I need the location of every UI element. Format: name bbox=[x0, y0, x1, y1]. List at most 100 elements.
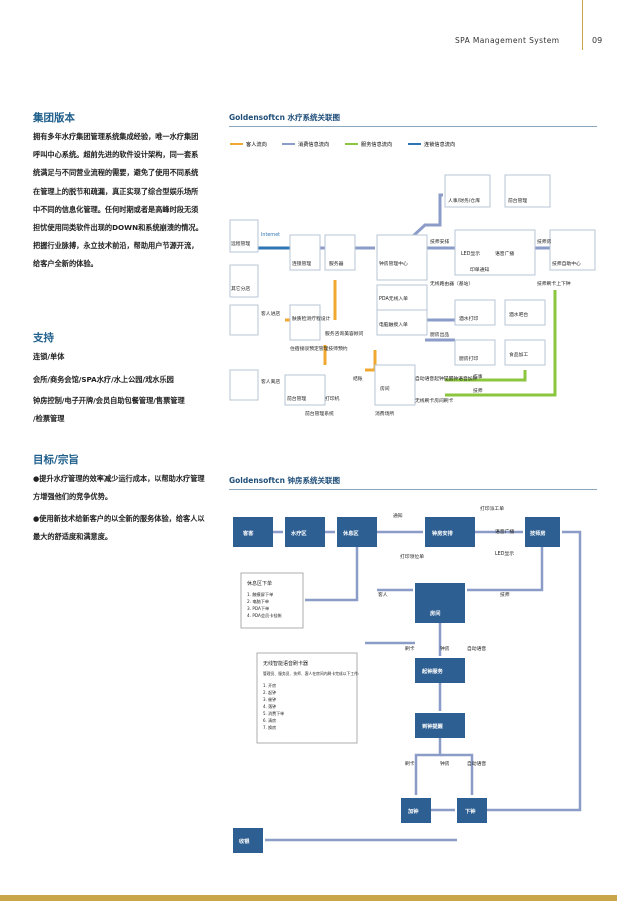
guest-out-box bbox=[229, 369, 259, 401]
lbl-tech-house: 技师 bbox=[473, 387, 483, 394]
lbl-bell: 钟房 bbox=[440, 645, 450, 652]
lbl-tech-room: 技师房 bbox=[537, 238, 552, 245]
lbl-print-notice: 印单通知 bbox=[470, 266, 489, 273]
a5 bbox=[305, 547, 359, 602]
water-box bbox=[285, 517, 325, 547]
lbl-touch: 电脑触摸入单 bbox=[379, 321, 408, 328]
lbl-guest-out: 客人离店 bbox=[261, 378, 280, 385]
lbl-bar: 酒水吧台 bbox=[509, 311, 528, 318]
checkup-box bbox=[289, 304, 321, 341]
down-box bbox=[457, 798, 487, 823]
figure2-diagram: 客客 水疗区 休息区 钟房安排 技师房 房间 起钟服务 到钟提醒 加钟 下钟 收… bbox=[233, 505, 582, 853]
lbl-front: 前台管理 bbox=[508, 197, 527, 204]
lbl-chain: 连锁管理 bbox=[292, 260, 311, 267]
lbl-remind: 到钟提醒 bbox=[422, 722, 444, 730]
section-title-group: 集团版本 bbox=[33, 112, 75, 124]
wireless-4: 4. 落钟 bbox=[263, 703, 276, 709]
wireless-title: 无线智能语音刷卡器 bbox=[263, 660, 308, 667]
hr-box bbox=[444, 174, 491, 208]
lbl-work: 作事 bbox=[473, 373, 483, 380]
page-number: 09 bbox=[592, 36, 603, 45]
figure1-title: Goldensoftcn 水疗系统关联图 bbox=[229, 113, 341, 122]
lbl-server: 服务器 bbox=[329, 260, 344, 267]
chain-box bbox=[289, 234, 321, 271]
tech-line bbox=[445, 370, 527, 382]
tech-arrange-box bbox=[425, 517, 475, 547]
header-divider bbox=[582, 0, 583, 50]
lbl-room: 房间 bbox=[380, 385, 390, 392]
lbl-print-slip: 打印领位单 bbox=[400, 553, 424, 560]
server-box bbox=[324, 234, 356, 271]
lbl-internet: Internet bbox=[261, 232, 280, 238]
remind-box bbox=[415, 713, 465, 738]
lbl-led: LED显示 bbox=[495, 551, 514, 557]
rest-order-2: 2. 电脑下单 bbox=[247, 598, 269, 605]
wireless-7: 7. 换房 bbox=[263, 724, 276, 730]
wireless-1: 1. 开房 bbox=[263, 682, 276, 688]
wireless-note: 无线智能语音刷卡器 管理员、服务员、技师、客人在房间内刷卡完成以下工作: 1. … bbox=[256, 652, 359, 744]
support-line-2: 会所/商务会馆/SPA水疗/水上公园/戏水乐园 bbox=[33, 375, 174, 384]
lbl-settle: 结账 bbox=[353, 375, 363, 382]
guest-in-box bbox=[229, 304, 259, 336]
rest-order-note: 休息区下单 1. 触摸屏下单 2. 电脑下单 3. PDA下单 4. PDA会员… bbox=[240, 572, 304, 629]
lbl-tech-room: 技师房 bbox=[530, 529, 546, 537]
lbl-wireless-card: 无线刷卡房间刷卡 bbox=[415, 397, 454, 404]
food-box bbox=[504, 339, 546, 366]
a14 bbox=[487, 530, 582, 812]
header-title: SPA Management System bbox=[455, 36, 560, 45]
lbl-consume: 消费场所 bbox=[375, 410, 394, 417]
wireless-5: 5. 消费下单 bbox=[263, 710, 284, 716]
lbl-tech-arrange: 钟房安排 bbox=[432, 529, 454, 537]
lbl-voice: 语音广播 bbox=[495, 250, 514, 257]
hr-line bbox=[398, 193, 443, 250]
lbl-tech-card: 技师刷卡上下钟 bbox=[537, 280, 571, 287]
lbl-hotel: 住宿接驳预定管理技师预约 bbox=[290, 345, 348, 352]
guest-box bbox=[233, 517, 273, 547]
figure1-rule bbox=[229, 126, 597, 127]
support-line-3: 钟房控制/电子开牌/会员自助包餐管理/售票管理 bbox=[33, 396, 185, 405]
lbl-auto-voice: 自动语音起钟提醒钟语音加钟 bbox=[415, 375, 478, 382]
lbl-kitchen-print: 厨房打印 bbox=[459, 355, 478, 362]
legend-label-chain: 连锁信息流向 bbox=[424, 140, 455, 148]
lbl-water: 水疗区 bbox=[291, 529, 307, 537]
lbl-checkup: 肤质检测疗程设计 bbox=[292, 315, 331, 322]
kitchen-print-box bbox=[454, 339, 496, 366]
lbl-consult: 服务咨询美容顾问 bbox=[325, 330, 364, 337]
water-print-box bbox=[454, 299, 496, 326]
legend-label-consume: 消费信息流向 bbox=[298, 140, 329, 148]
bar-box bbox=[504, 299, 546, 326]
service-line bbox=[445, 290, 557, 397]
room-box bbox=[415, 583, 465, 623]
rest-order-4: 4. PDA会员卡挂帐 bbox=[247, 612, 283, 619]
lbl-auto-voice-2: 自动语音 bbox=[467, 760, 486, 767]
lbl-auto-voice: 自动语音 bbox=[467, 645, 486, 652]
wireless-2: 2. 起钟 bbox=[263, 689, 276, 695]
rest-order-1: 1. 触摸屏下单 bbox=[247, 591, 273, 598]
tech-room-box bbox=[525, 517, 560, 547]
led-box bbox=[454, 229, 536, 276]
legend-label-service: 服务信息流向 bbox=[361, 140, 392, 148]
lbl-wireless: 无线路由器（基站） bbox=[430, 280, 473, 287]
figure2-title: Goldensoftcn 钟房系统关联图 bbox=[229, 476, 341, 485]
lbl-printer: 打印机 bbox=[325, 395, 340, 402]
pda-box bbox=[376, 284, 428, 311]
a11 bbox=[414, 738, 442, 795]
lbl-pda: PDA无线入单 bbox=[379, 295, 408, 302]
legend: 客人流向 消费信息流向 服务信息流向 连锁信息流向 bbox=[230, 140, 455, 148]
section-title-goal: 目标/宗旨 bbox=[33, 454, 79, 466]
lbl-room2: 房间 bbox=[430, 609, 440, 617]
a12 bbox=[440, 753, 474, 795]
figure2-rule bbox=[229, 489, 597, 490]
wireless-desc: 管理员、服务员、技师、客人在房间内刷卡完成以下工作: bbox=[263, 671, 359, 676]
room-box bbox=[374, 364, 416, 406]
lbl-front-mgmt: 前台管理 bbox=[287, 395, 306, 402]
rest-order-3: 3. PDA下单 bbox=[247, 605, 269, 612]
lbl-bell: 钟房管理中心 bbox=[379, 260, 408, 267]
bell-center-box bbox=[376, 234, 428, 281]
branch-box bbox=[229, 264, 259, 298]
footer-bar bbox=[0, 895, 617, 901]
legend-label-guest: 客人流向 bbox=[246, 140, 267, 148]
lbl-down: 下钟 bbox=[465, 807, 475, 815]
lbl-food: 食品加工 bbox=[509, 351, 528, 358]
section-title-support: 支持 bbox=[33, 332, 54, 344]
